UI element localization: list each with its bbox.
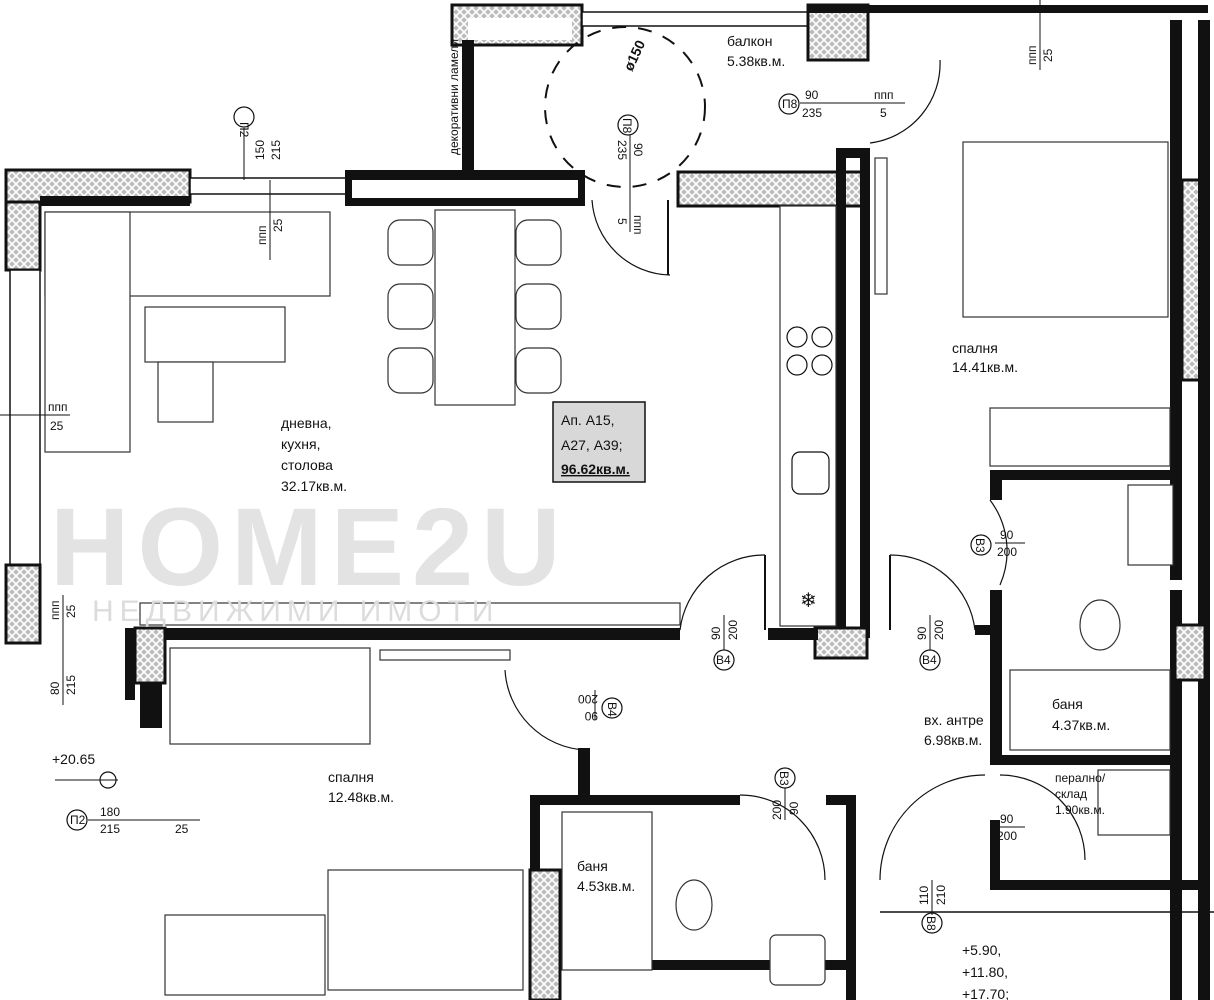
tags-left_window-h: 215 [64, 675, 78, 695]
walls [4, 3, 1214, 1000]
tags-b3_bath2-h: 200 [997, 545, 1017, 559]
doors [504, 59, 1086, 881]
watermark-brand: HOME2U [50, 486, 569, 609]
bath2-name: баня [1052, 696, 1083, 712]
furniture: ❄ [44, 141, 1174, 996]
tags-b4_living-h: 200 [726, 620, 740, 640]
balcony-area: 5.38кв.м. [727, 53, 785, 69]
tags-laundry_door-h: 200 [997, 829, 1017, 843]
living-area: 32.17кв.м. [281, 478, 347, 494]
tags-b4_kitchen-id: В4 [922, 653, 937, 667]
tags-b4_bedroom-w: 90 [584, 709, 598, 723]
tags-b3_bath2-w: 90 [1000, 528, 1014, 542]
bath1-name: баня [577, 858, 608, 874]
tags-left_window-sill_label: ппп [48, 601, 62, 621]
tags-left_sill-sill: 25 [50, 419, 64, 433]
tags-p8_a-id: П8 [620, 118, 634, 134]
tags-b3_bath1-h: 200 [770, 800, 784, 820]
tags-p8_a-sill: 5 [615, 218, 629, 225]
tags-p2_bottom-sill: 25 [175, 822, 189, 836]
tags-b4_living-id: В4 [716, 653, 731, 667]
tags-p8_b-sill: 5 [880, 106, 887, 120]
tags-left_sill-sill_label: ппп [48, 400, 68, 414]
tags-b4_kitchen-w: 90 [915, 626, 929, 640]
opening-tags: П2 150 215 ппп 25 П8 90 235 ппп 5 П8 90 … [0, 0, 1055, 934]
laundry-area: 1.90кв.м. [1055, 803, 1105, 817]
laundry-name1: перално/ [1055, 771, 1106, 785]
tags-laundry_door-w: 90 [1000, 812, 1014, 826]
apartment-line2: А27, А39; [561, 437, 623, 453]
bedroom-main-name: спалня [952, 340, 998, 356]
tags-b4_living-w: 90 [709, 626, 723, 640]
bedroom-main-area: 14.41кв.м. [952, 359, 1018, 375]
tags-p8_b-sill_label: ппп [874, 88, 894, 102]
watermark-subtitle: НЕДВИЖИМИ ИМОТИ [92, 595, 500, 628]
apartment-line1: Ап. А15, [561, 412, 615, 428]
hall-name: вх. антре [924, 712, 984, 728]
hall-area: 6.98кв.м. [924, 732, 982, 748]
apartment-label: Ап. А15, А27, А39; 96.62кв.м. [552, 401, 646, 483]
bedroom-small-name: спалня [328, 769, 374, 785]
bath2-area: 4.37кв.м. [1052, 717, 1110, 733]
tags-b8_entry-w: 110 [917, 886, 931, 905]
decor-note: декоративни ламели [447, 39, 461, 155]
annotations: декоративни ламели ø150 +20.65 +5.90, +1… [52, 37, 1009, 1000]
tags-b8_entry-h: 210 [934, 885, 948, 905]
level-2: +11.80, [962, 964, 1008, 980]
tags-p2_top-id: П2 [237, 122, 251, 138]
level-3: +17.70; [962, 986, 1009, 1000]
tags-b3_bath1-w: 90 [787, 801, 801, 815]
laundry-name2: склад [1055, 787, 1087, 801]
living-name1: дневна, [281, 415, 332, 431]
tags-p2_top-sill_label: ппп [255, 226, 269, 246]
tags-p8_b-id: П8 [782, 97, 798, 111]
level-left: +20.65 [52, 751, 95, 767]
tags-p2_bottom-w: 180 [100, 805, 120, 819]
tags-p2_top-w: 150 [253, 140, 267, 160]
tags-p8_a-h: 235 [615, 140, 629, 160]
tags-p2_bottom-id: П2 [70, 813, 86, 827]
tags-p8_b-h: 235 [802, 106, 822, 120]
living-name2: кухня, [281, 436, 320, 452]
apartment-area: 96.62кв.м. [561, 461, 630, 477]
tags-b3_bath1-id: В3 [777, 771, 791, 786]
tags-p2_top-sill: 25 [271, 218, 285, 232]
room-labels: балкон 5.38кв.м. спалня 14.41кв.м. дневн… [281, 33, 1110, 894]
living-name3: столова [281, 457, 333, 473]
tags-p2_bottom-h: 215 [100, 822, 120, 836]
bedroom-small-area: 12.48кв.м. [328, 789, 394, 805]
tags-b4_bedroom-id: В4 [605, 702, 619, 717]
tags-left_window-sill: 25 [64, 604, 78, 618]
tags-p8_a-sill_label: ппп [631, 215, 645, 235]
turning-circle [544, 26, 706, 188]
tags-p2_top-h: 215 [269, 140, 283, 160]
tags-p8_b-w: 90 [805, 88, 819, 102]
tags-left_window-w: 80 [48, 681, 62, 695]
bath1-area: 4.53кв.м. [577, 878, 635, 894]
balcony-name: балкон [727, 33, 772, 49]
tags-b4_kitchen-h: 200 [932, 620, 946, 640]
diameter-label: ø150 [620, 37, 648, 73]
tags-top_right-sill_label: ппп [1025, 46, 1039, 66]
watermark: HOME2U НЕДВИЖИМИ ИМОТИ [50, 486, 569, 628]
tags-p8_a-w: 90 [631, 143, 645, 157]
decorative-lamellas [464, 43, 474, 167]
tags-top_right-sill: 25 [1041, 48, 1055, 62]
level-1: +5.90, [962, 942, 1001, 958]
tags-b4_bedroom-h: 200 [578, 692, 598, 706]
tags-b8_entry-id: В8 [924, 916, 938, 931]
fridge-icon: ❄ [800, 590, 817, 612]
tags-b3_bath2-id: В3 [973, 538, 987, 553]
